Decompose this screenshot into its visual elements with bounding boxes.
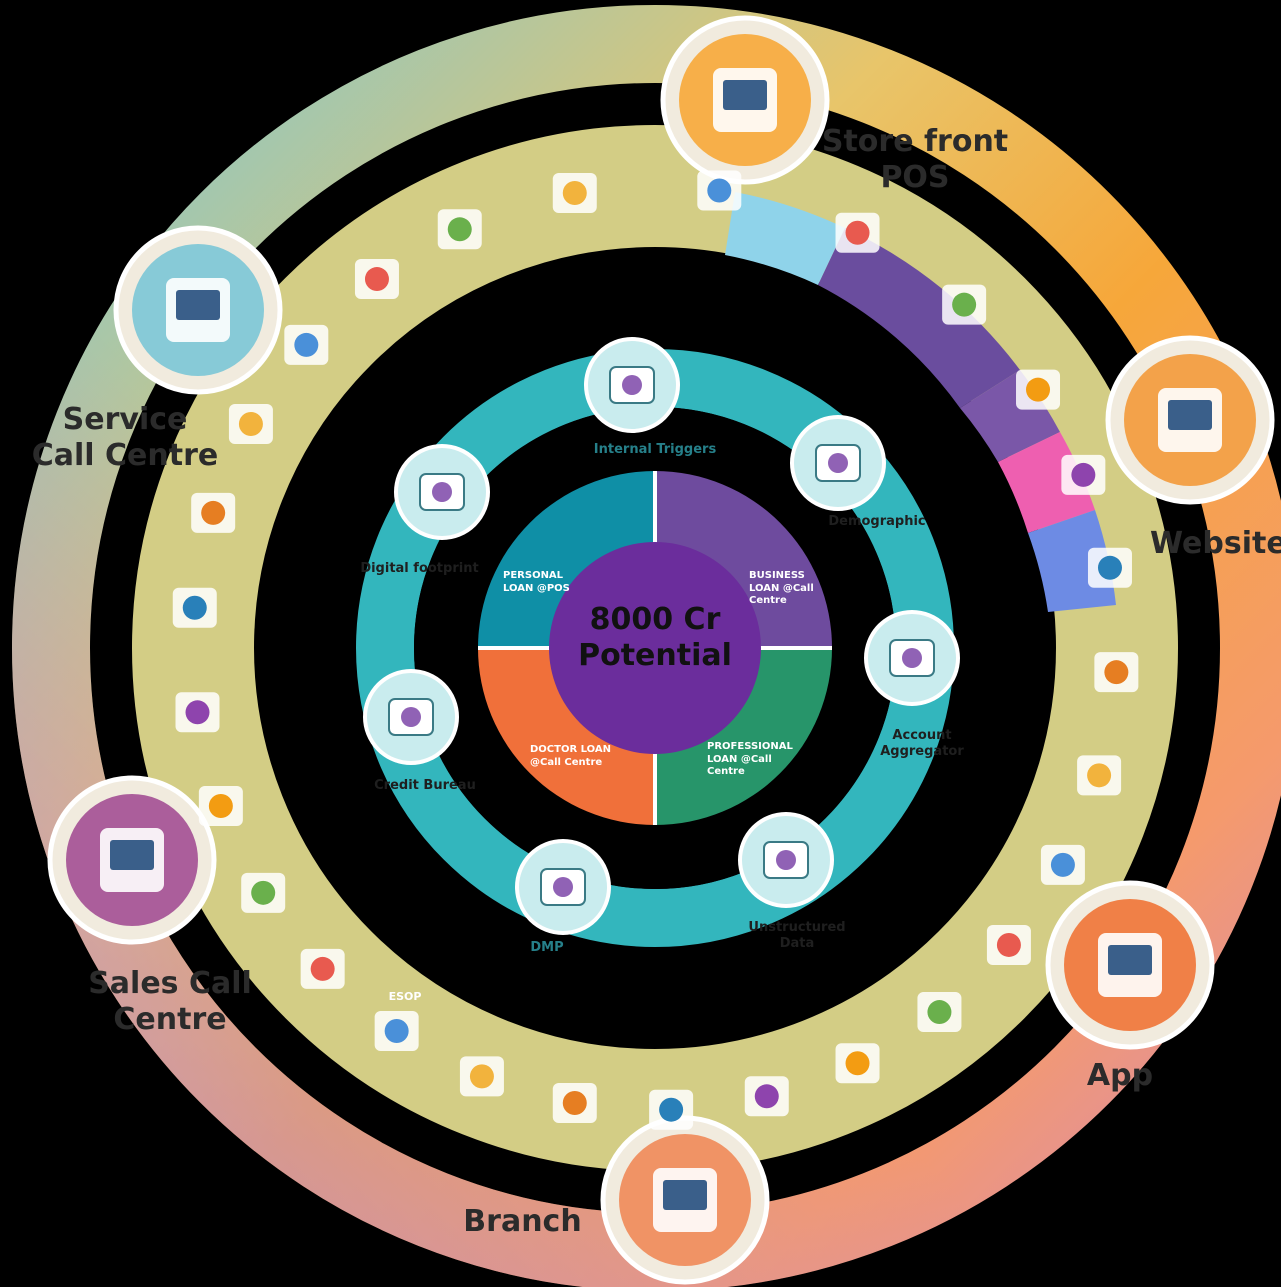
channel-bubbles xyxy=(47,15,1275,1285)
product-icon xyxy=(241,872,286,913)
channel-label-branch: Branch xyxy=(463,1204,582,1239)
product-icon xyxy=(284,324,329,365)
segment-label-professional: PROFESSIONAL LOAN @Call Centre xyxy=(707,741,793,777)
center-circle xyxy=(549,542,761,754)
product-icons xyxy=(172,170,1139,1130)
channel-label-store: Store front POS xyxy=(805,124,1025,196)
footprint-icon xyxy=(394,444,490,540)
mobile-app-icon xyxy=(1045,880,1215,1050)
demographic-dashboard-icon xyxy=(790,415,886,511)
product-icon xyxy=(917,992,962,1033)
channel-label-store-line-1: Store front xyxy=(821,124,1009,159)
channel-label-store-line-2: POS xyxy=(880,160,950,195)
product-icon xyxy=(744,1076,789,1117)
center-line-1: 8000 Cr xyxy=(589,602,721,637)
trigger-label-demographic: Demographic xyxy=(828,514,926,529)
sales-call-centre-icon xyxy=(47,775,217,945)
esop-label: ESOP xyxy=(388,990,422,1003)
trigger-label-internal: Internal Triggers xyxy=(593,442,717,457)
product-icon xyxy=(1040,844,1085,885)
product-icon xyxy=(552,1082,597,1123)
channel-label-sales-line-2: Centre xyxy=(113,1002,227,1037)
product-icon xyxy=(1094,652,1139,693)
product-icon xyxy=(697,170,742,211)
channel-label-app: App xyxy=(1086,1058,1154,1093)
product-icon xyxy=(198,786,243,827)
trigger-label-unstructured: Unstructured Data xyxy=(748,920,846,951)
bank-branch-building-icon xyxy=(600,1115,770,1285)
internal-triggers-logo-icon xyxy=(584,337,680,433)
center-line-2: Potential xyxy=(578,638,732,673)
trigger-label-dmp: DMP xyxy=(530,940,564,955)
product-icon xyxy=(1077,755,1122,796)
product-icon xyxy=(300,948,345,989)
product-ring-blue-wedge xyxy=(725,192,845,285)
trigger-label-digital-footprint: Digital footprint xyxy=(360,561,479,576)
website-icon xyxy=(1105,335,1275,505)
product-icon xyxy=(191,492,236,533)
product-icon xyxy=(1016,369,1061,410)
trigger-label-credit-bureau: Credit Bureau xyxy=(374,778,476,793)
segment-label-personal: PERSONAL LOAN @POS xyxy=(503,570,570,594)
product-icon xyxy=(172,587,217,628)
unstructured-data-laptop-icon xyxy=(738,812,834,908)
trigger-bubbles xyxy=(363,337,960,935)
segment-label-doctor: DOCTOR LOAN @Call Centre xyxy=(530,744,612,768)
product-icon xyxy=(354,259,399,300)
trigger-label-account-aggregator: Account Aggregator xyxy=(880,728,964,759)
channel-label-sales: Sales Call Centre xyxy=(70,966,270,1038)
segment-label-business: BUSINESS LOAN @Call Centre xyxy=(749,570,814,606)
product-icon xyxy=(835,1043,880,1084)
account-aggregator-bank-icon xyxy=(864,610,960,706)
product-icon xyxy=(552,173,597,214)
product-icon xyxy=(228,404,273,445)
product-icon xyxy=(175,692,220,733)
credit-score-gauge-icon xyxy=(363,669,459,765)
product-icon xyxy=(1087,547,1132,588)
product-icon xyxy=(459,1056,504,1097)
channel-label-service-line-1: Service xyxy=(62,402,188,437)
product-icon xyxy=(835,212,880,253)
product-icon xyxy=(649,1089,694,1130)
product-icon xyxy=(437,209,482,250)
product-icon xyxy=(986,924,1031,965)
service-call-centre-icon xyxy=(113,225,283,395)
channel-label-service-line-2: Call Centre xyxy=(31,438,219,473)
dmp-database-phone-icon xyxy=(515,839,611,935)
product-icon xyxy=(374,1011,419,1052)
channel-label-service: Service Call Centre xyxy=(30,402,220,474)
product-icon xyxy=(942,284,987,325)
channel-label-website: Website xyxy=(1150,526,1281,561)
store-icon xyxy=(660,15,830,185)
channel-label-sales-line-1: Sales Call xyxy=(88,966,252,1001)
product-ring-purple-wedge xyxy=(818,228,1020,408)
center-label: 8000 Cr Potential xyxy=(555,602,755,674)
product-icon xyxy=(1061,454,1106,495)
